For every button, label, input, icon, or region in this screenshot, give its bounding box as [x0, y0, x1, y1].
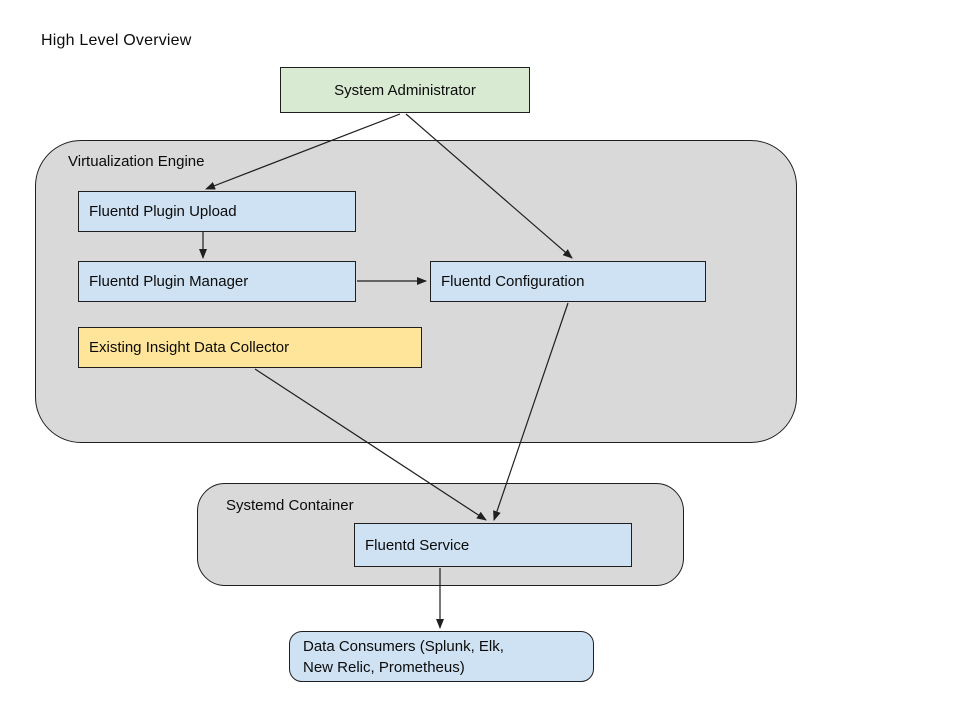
node-system-administrator-label: System Administrator: [334, 81, 476, 99]
node-existing-insight-data-collector: Existing Insight Data Collector: [78, 327, 422, 368]
node-system-administrator: System Administrator: [280, 67, 530, 113]
node-fluentd-configuration-label: Fluentd Configuration: [441, 273, 585, 290]
node-fluentd-plugin-upload: Fluentd Plugin Upload: [78, 191, 356, 232]
node-fluentd-service: Fluentd Service: [354, 523, 632, 567]
node-data-consumers-label-line1: Data Consumers (Splunk, Elk,: [303, 637, 504, 655]
node-fluentd-plugin-upload-label: Fluentd Plugin Upload: [89, 203, 237, 220]
container-systemd-container-label: Systemd Container: [226, 497, 354, 514]
node-fluentd-plugin-manager-label: Fluentd Plugin Manager: [89, 273, 249, 290]
node-fluentd-plugin-manager: Fluentd Plugin Manager: [78, 261, 356, 302]
node-data-consumers-label-line2: New Relic, Prometheus): [303, 658, 465, 676]
node-fluentd-service-label: Fluentd Service: [365, 536, 470, 554]
node-fluentd-configuration: Fluentd Configuration: [430, 261, 706, 302]
container-virtualization-engine-label: Virtualization Engine: [68, 153, 205, 170]
page-title: High Level Overview: [41, 32, 192, 49]
node-existing-insight-data-collector-label: Existing Insight Data Collector: [89, 339, 290, 356]
node-data-consumers: Data Consumers (Splunk, Elk, New Relic, …: [289, 631, 594, 682]
